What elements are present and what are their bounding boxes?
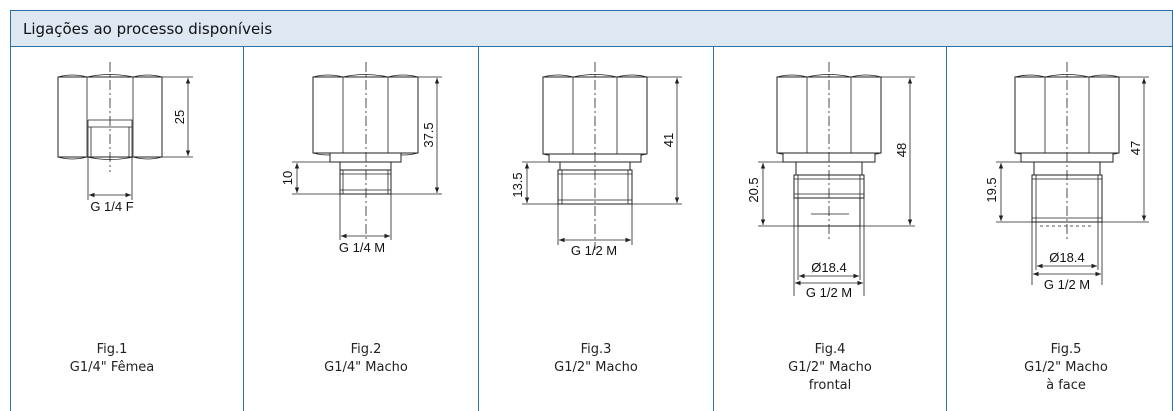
fig2-number: Fig.2 bbox=[351, 342, 382, 357]
fig4-number: Fig.4 bbox=[815, 342, 846, 357]
fig2-thread-label: G 1/4 M bbox=[339, 240, 385, 255]
fig2-height-label: 37.5 bbox=[421, 122, 436, 147]
fig5-number: Fig.5 bbox=[1051, 342, 1082, 357]
fig4-caption: G1/2" Macho bbox=[788, 360, 872, 375]
fig5-height-label: 47 bbox=[1128, 141, 1143, 155]
fig4-caption-line2: frontal bbox=[809, 378, 852, 393]
fig1-caption: G1/4" Fêmea bbox=[70, 360, 155, 375]
fig5-thread-label: G 1/2 M bbox=[1044, 277, 1090, 292]
fig3-number: Fig.3 bbox=[581, 342, 612, 357]
fig4-thread-length-label: 20.5 bbox=[746, 177, 761, 202]
fig5-caption: G1/2" Macho bbox=[1024, 360, 1108, 375]
figure-4-drawing: 48 20.5 Ø18.4 G 1/2 M bbox=[746, 62, 915, 300]
fig3-thread-length-label: 13.5 bbox=[510, 172, 525, 197]
table-frame bbox=[10, 46, 1173, 411]
figure-5-drawing: 47 19.5 Ø18.4 G 1/2 M bbox=[984, 62, 1149, 292]
fig5-thread-length-label: 19.5 bbox=[984, 177, 999, 202]
header-bar: Ligações ao processo disponíveis bbox=[10, 10, 1173, 46]
fig1-height-label: 25 bbox=[172, 110, 187, 124]
figure-2-drawing: 37.5 10 G 1/4 M bbox=[280, 62, 442, 255]
fig2-caption: G1/4" Macho bbox=[324, 360, 408, 375]
fig5-diameter-label: Ø18.4 bbox=[1049, 250, 1084, 265]
fig3-height-label: 41 bbox=[661, 133, 676, 147]
figure-3-drawing: 41 13.5 G 1/2 M bbox=[510, 62, 682, 258]
fig2-thread-length-label: 10 bbox=[280, 171, 295, 185]
fig4-thread-label: G 1/2 M bbox=[806, 285, 852, 300]
fig3-thread-label: G 1/2 M bbox=[571, 243, 617, 258]
fig4-diameter-label: Ø18.4 bbox=[811, 260, 846, 275]
fig4-height-label: 48 bbox=[894, 143, 909, 157]
fig1-thread-label: G 1/4 F bbox=[90, 199, 133, 214]
figure-1-drawing: 25 G 1/4 F bbox=[57, 62, 193, 214]
fig3-caption: G1/2" Macho bbox=[554, 360, 638, 375]
header-title: Ligações ao processo disponíveis bbox=[23, 20, 273, 38]
fig5-caption-line2: à face bbox=[1046, 378, 1086, 393]
fig1-number: Fig.1 bbox=[97, 342, 128, 357]
captions: Fig.1 G1/4" Fêmea Fig.2 G1/4" Macho Fig.… bbox=[70, 342, 1108, 393]
